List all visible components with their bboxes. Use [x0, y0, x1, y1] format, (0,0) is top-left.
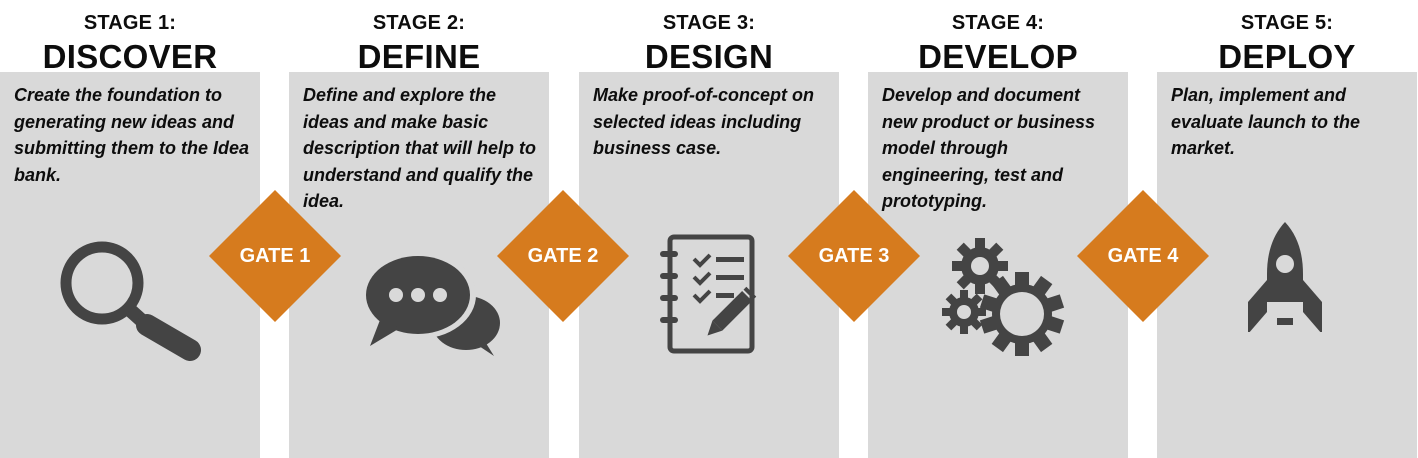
magnifier-icon — [60, 241, 201, 361]
stage-4-description: Develop and document new product or busi… — [882, 85, 1096, 211]
rocket-icon — [1248, 222, 1322, 332]
stage-5-description: Plan, implement and evaluate launch to t… — [1171, 85, 1361, 158]
chat-bubbles-icon — [360, 251, 500, 356]
stage-4-title: DEVELOP — [918, 38, 1078, 75]
stage-3-number: STAGE 3: — [662, 12, 756, 34]
stage-2-description: Define and explore the ideas and make ba… — [303, 85, 537, 211]
stage-1-number: STAGE 1: — [83, 12, 177, 34]
stage-1-title: DISCOVER — [42, 38, 218, 75]
stage-4-number: STAGE 4: — [951, 12, 1045, 34]
stage-1-description: Create the foundation to generating new … — [14, 85, 250, 185]
gate-3: GATE 3 — [788, 190, 920, 322]
gate-2-label: GATE 2 — [527, 244, 599, 267]
gate-1: GATE 1 — [209, 190, 341, 322]
stage-3-title: DESIGN — [644, 38, 774, 75]
gears-icon — [942, 238, 1065, 356]
gate-3-label: GATE 3 — [818, 244, 890, 267]
gate-4: GATE 4 — [1077, 190, 1209, 322]
stage-5-title: DEPLOY — [1218, 38, 1356, 75]
gate-4-label: GATE 4 — [1107, 244, 1179, 267]
stage-2-number: STAGE 2: — [372, 12, 466, 34]
gate-1-label: GATE 1 — [239, 244, 311, 267]
stage-3-panel: Make proof-of-concept on selected ideas … — [579, 72, 839, 458]
stage-5-number: STAGE 5: — [1240, 12, 1334, 34]
stage-2-title: DEFINE — [357, 38, 481, 75]
gate-2: GATE 2 — [497, 190, 629, 322]
stage-3-description: Make proof-of-concept on selected ideas … — [593, 85, 814, 158]
checklist-notebook-icon — [660, 234, 757, 354]
